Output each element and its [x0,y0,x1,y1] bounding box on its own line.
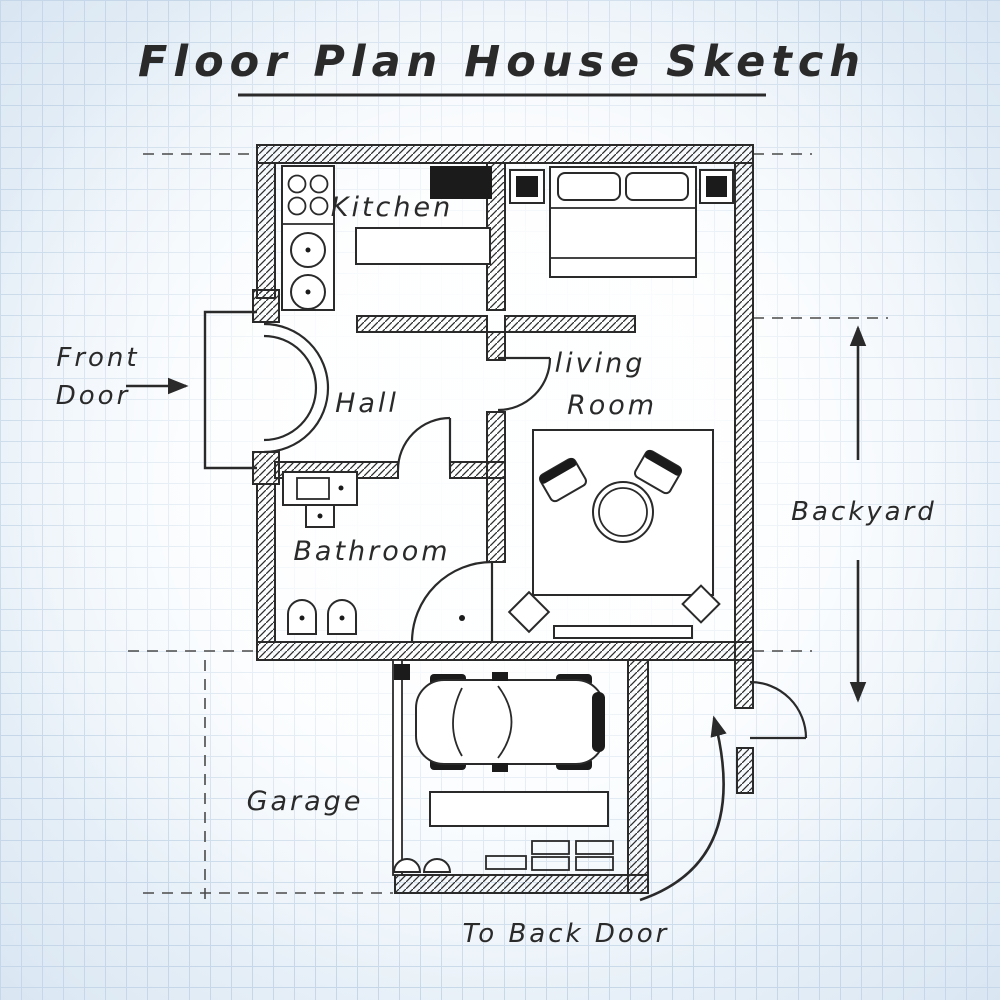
back-door-arc [749,680,808,739]
reference-lines [128,153,888,907]
page-title: Floor Plan House Sketch [138,37,866,87]
pillow-right [625,172,689,201]
wall-left-kitchen [256,162,276,299]
kitchen-label: Kitchen [331,192,453,223]
round-table [592,481,654,543]
labels: Floor Plan House Sketch Kitchen Hall liv… [56,37,937,949]
front-door-post-top [252,289,280,323]
car-rear-window [452,687,463,757]
bathroom-door-arc [410,560,493,643]
car-mirror [492,763,508,772]
workbench [429,791,609,827]
garage-label: Garage [247,786,364,817]
storage-box [485,855,527,870]
burner [287,196,307,216]
speaker-box [507,590,551,634]
back-door-curved-arrow [639,715,727,902]
garage-left-boundary [392,659,403,876]
hall-living-door-arc [497,357,552,412]
kitchen-counter [355,227,491,265]
chair-back [539,458,577,484]
backyard-label: Backyard [791,497,937,527]
kitchen-furniture [281,165,492,311]
hall-label: Hall [335,388,399,419]
bucket [422,858,452,873]
living-room-label-line2: Room [567,390,657,421]
wall-bottom [256,641,754,661]
burner [309,196,329,216]
toilet-drain [339,615,345,621]
car-windshield [497,685,513,759]
front-door-inner-arc [263,334,318,442]
storage-box [575,840,614,855]
garage-corner-block [394,664,410,680]
wall-garage-bottom [394,874,649,894]
storage-box [531,856,570,871]
tv-console [553,625,693,639]
wall-hall-living-stub [486,331,506,361]
wall-backdoor-stub-bottom [736,747,754,794]
washbasin-cabinet [282,471,358,506]
living-room-label-line1: living [555,348,646,379]
car-mirror [492,672,508,681]
pillow-left [557,172,621,201]
storage-box [531,840,570,855]
to-back-door-label: To Back Door [463,919,670,949]
round-table-inner [598,487,648,537]
bathroom-door-knob [459,615,465,621]
fridge [430,166,492,199]
burner [309,174,329,194]
garage-furniture [392,672,614,873]
front-door-vestibule [203,310,330,470]
pedestal-sink-drain [317,513,323,519]
living-room-furniture [507,429,721,639]
wall-top [256,144,754,164]
wall-garage-right [627,659,649,894]
bathroom-label: Bathroom [293,536,450,567]
sink-drain [305,289,311,295]
wall-left-bathroom [256,483,276,643]
chair-right [634,449,682,495]
chair-back [644,450,682,476]
front-door-swing-arc [263,322,330,454]
annotation-arrows [126,325,867,902]
speaker-left [507,590,551,634]
wall-bedroom-living [504,315,636,333]
wall-kitchen-hall [356,315,488,333]
nightstand-right-top [706,176,727,197]
doors [396,356,808,740]
walls [252,144,754,894]
car-body [415,679,605,765]
front-door-label-line2: Door [56,381,131,411]
speaker-box [681,584,721,624]
chair-left [539,457,587,503]
sink-drain [305,247,311,253]
nightstand-left-top [516,176,538,197]
wall-bathroom-living [486,411,506,563]
vestibule-outline [203,310,257,470]
toilet-drain [299,615,305,621]
wall-right [734,162,754,661]
wall-backdoor-stub-top [734,659,754,709]
speaker-right [681,584,721,624]
car-front-bumper [592,692,605,752]
burner [287,174,307,194]
storage-box [575,856,614,871]
washbasin-tap [338,485,344,491]
bucket [392,858,422,873]
bathroom-furniture [282,471,358,635]
wall-hall-bathroom-right [449,461,506,479]
hall-bathroom-door-arc [396,416,451,471]
front-door-label-line1: Front [56,343,139,373]
bedroom-furniture [509,166,734,278]
washbasin-inner [296,477,330,500]
